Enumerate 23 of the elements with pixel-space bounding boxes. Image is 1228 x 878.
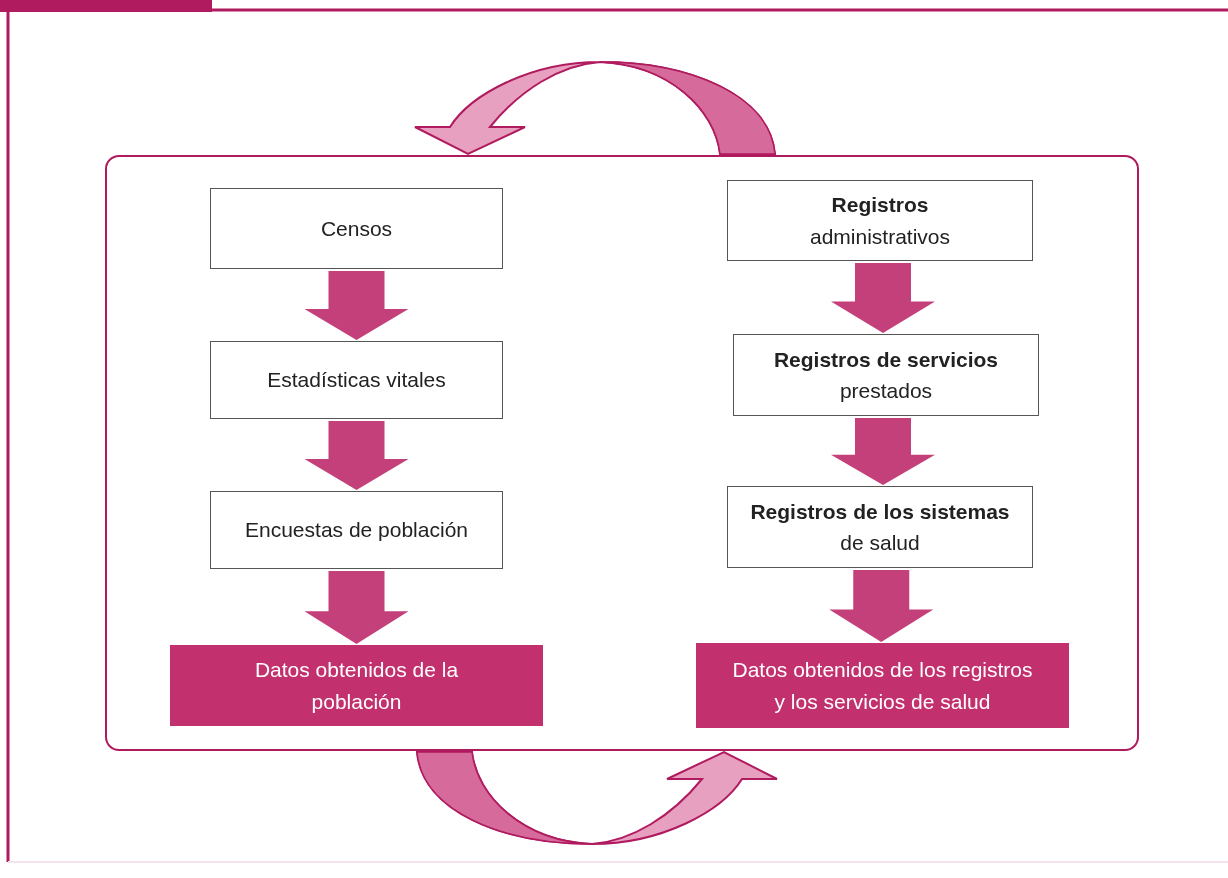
- block-arrow: [831, 418, 935, 485]
- process-box: [210, 491, 503, 569]
- process-box: [210, 188, 503, 269]
- process-box: [733, 334, 1039, 416]
- block-arrow: [829, 570, 934, 642]
- box-label: Censos: [320, 215, 393, 242]
- box-label: Registros de los sistemas de salud: [749, 498, 1011, 556]
- box-label: Registros de servicios prestados: [772, 346, 1000, 404]
- block-arrow: [304, 271, 409, 340]
- block-arrow: [304, 571, 409, 644]
- box-label: Datos obtenidos de la población: [253, 657, 460, 715]
- box-label: Datos obtenidos de los registros y los servicios de salud: [731, 657, 1034, 715]
- box-label: Encuestas de población: [245, 517, 468, 544]
- process-box: [210, 341, 503, 419]
- block-arrow: [304, 421, 409, 490]
- block-arrow: [831, 263, 935, 333]
- container-box: [105, 155, 1139, 751]
- process-box: [727, 486, 1033, 568]
- result-box: [170, 645, 543, 726]
- box-label: Estadísticas vitales: [267, 367, 446, 394]
- result-box: [696, 643, 1069, 728]
- box-label: Registros administrativos: [808, 192, 952, 250]
- process-box: [727, 180, 1033, 261]
